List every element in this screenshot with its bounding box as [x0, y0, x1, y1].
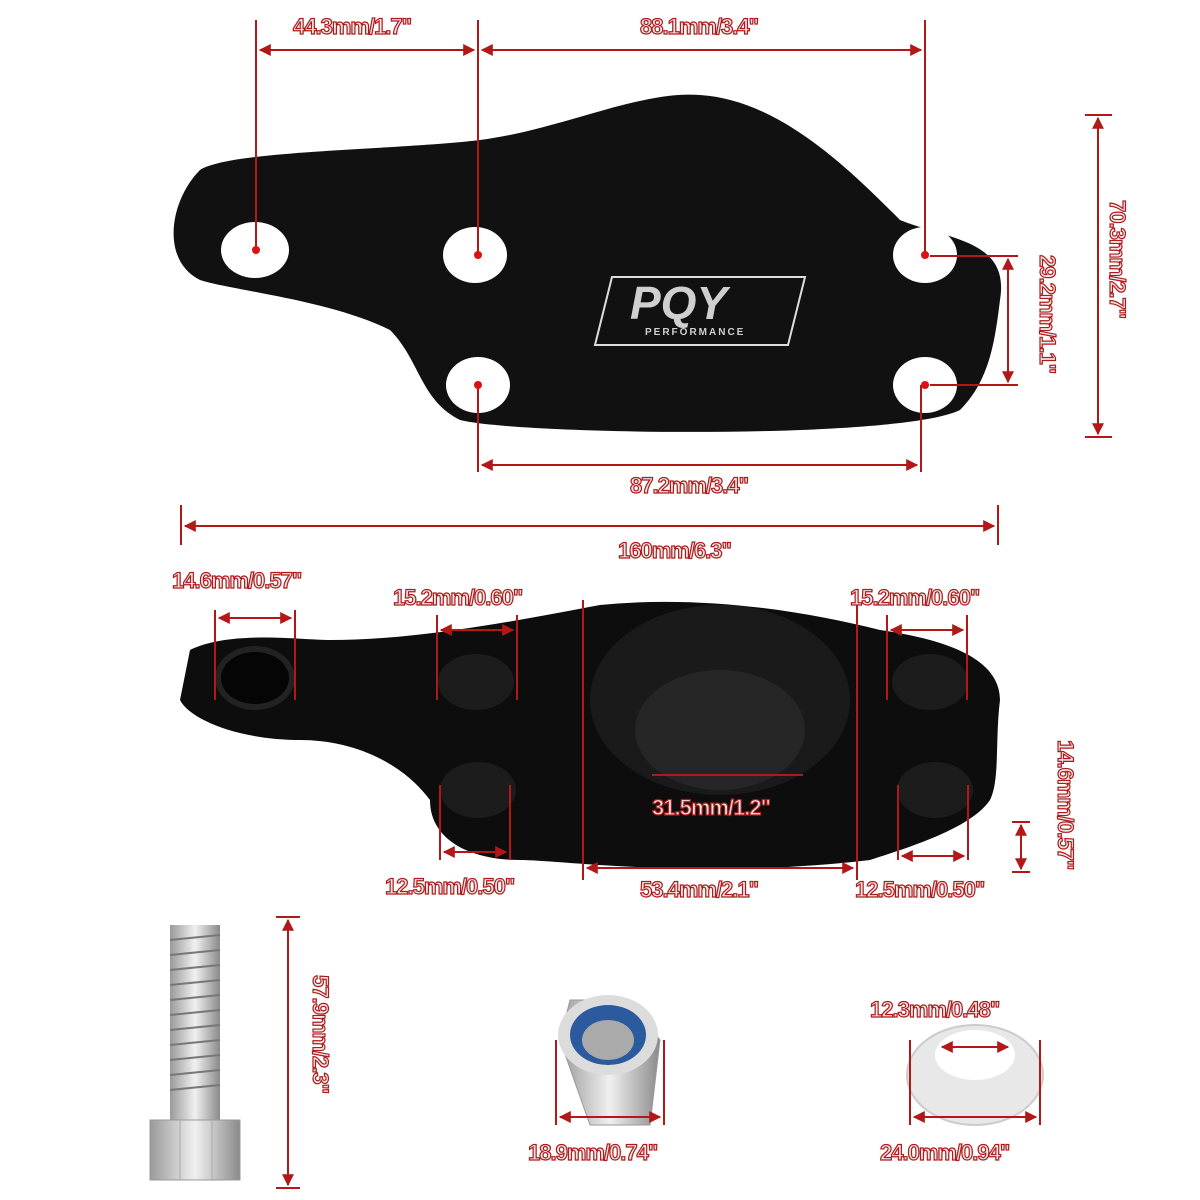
label-bolt-length: 57.9mm/2.3" [307, 974, 333, 1094]
label-upper-hole-dia-left: 15.2mm/0.60" [392, 584, 524, 610]
label-washer-inner: 12.3mm/0.48" [869, 996, 1001, 1022]
label-hole-spacing-left: 44.3mm/1.7" [292, 13, 412, 39]
bolt [149, 925, 241, 1181]
logo-subtext: PERFORMANCE [645, 327, 746, 338]
bracket-angled-view [180, 601, 1000, 869]
label-hole-spacing-bottom: 87.2mm/3.4" [629, 472, 749, 498]
label-thickness: 14.6mm/0.57" [1052, 739, 1078, 870]
flat-washer [906, 1024, 1044, 1126]
label-upper-hole-dia-right: 15.2mm/0.60" [849, 584, 981, 610]
brand-logo: PQY PERFORMANCE [590, 272, 810, 350]
label-center-recess-width: 53.4mm/2.1" [639, 876, 759, 902]
label-nut-width: 18.9mm/0.74" [527, 1139, 659, 1165]
label-vertical-hole-spacing: 29.2mm/1.1" [1034, 254, 1060, 374]
label-center-boss-dia: 31.5mm/1.2" [651, 794, 771, 820]
label-overall-length: 160mm/6.3" [617, 537, 732, 563]
lock-nut [558, 995, 661, 1126]
label-hole-spacing-top: 88.1mm/3.4" [639, 13, 759, 39]
hole-center-dots [252, 246, 929, 389]
label-washer-outer: 24.0mm/0.94" [879, 1139, 1011, 1165]
bracket-top-view [173, 94, 1002, 432]
label-lower-hole-dia-right: 12.5mm/0.50" [854, 876, 986, 902]
label-left-hole-dia: 14.6mm/0.57" [171, 567, 303, 593]
dimension-lines [180, 20, 1112, 1189]
label-lower-hole-dia-left: 12.5mm/0.50" [384, 873, 516, 899]
label-overall-height: 70.3mm/2.7" [1104, 199, 1130, 319]
logo-text: PQY [630, 277, 728, 329]
